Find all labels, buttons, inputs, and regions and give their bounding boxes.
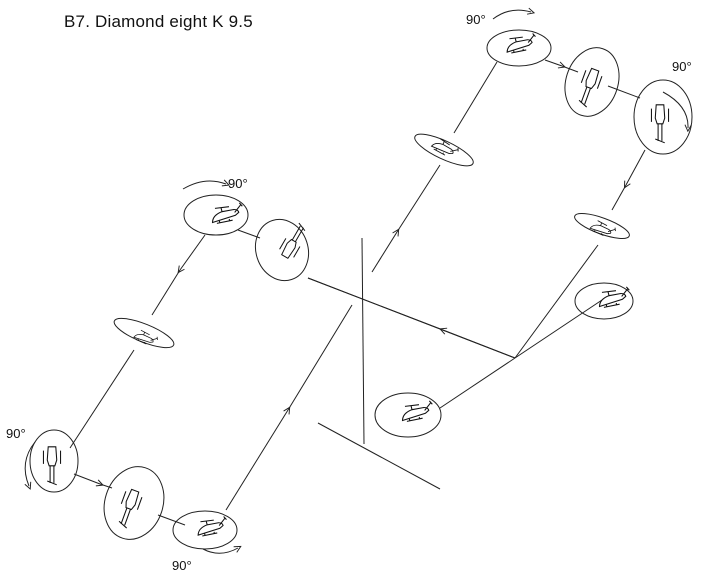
- maneuver-title: B7. Diamond eight K 9.5: [64, 12, 253, 31]
- helicopter-position-5: [103, 466, 165, 540]
- turn-label-bottom-center: 90°: [172, 558, 192, 573]
- helicopter-position-9: [574, 213, 630, 240]
- turn-label-bottom-left: 90°: [6, 426, 26, 441]
- flight-path: [69, 59, 646, 526]
- turn-label-top-left: 90°: [228, 176, 248, 191]
- helicopter-position-13: [633, 79, 693, 155]
- turn-label-top-right-a: 90°: [466, 12, 486, 27]
- rotation-arrows: [25, 10, 688, 554]
- helicopter-position-11: [486, 29, 552, 67]
- turn-label-top-right-b: 90°: [672, 59, 692, 74]
- helicopter-position-1: [183, 194, 249, 236]
- helicopter-position-4: [29, 429, 79, 493]
- helicopter-position-6: [172, 510, 238, 550]
- reference-axes: [307, 237, 603, 490]
- helicopter-position-12: [564, 47, 620, 117]
- helicopter-position-7: [374, 392, 442, 438]
- helicopter-position-2: [254, 218, 311, 282]
- helicopter-position-3: [113, 317, 175, 349]
- helicopter-position-10: [414, 133, 474, 167]
- helicopter-position-8: [574, 282, 634, 320]
